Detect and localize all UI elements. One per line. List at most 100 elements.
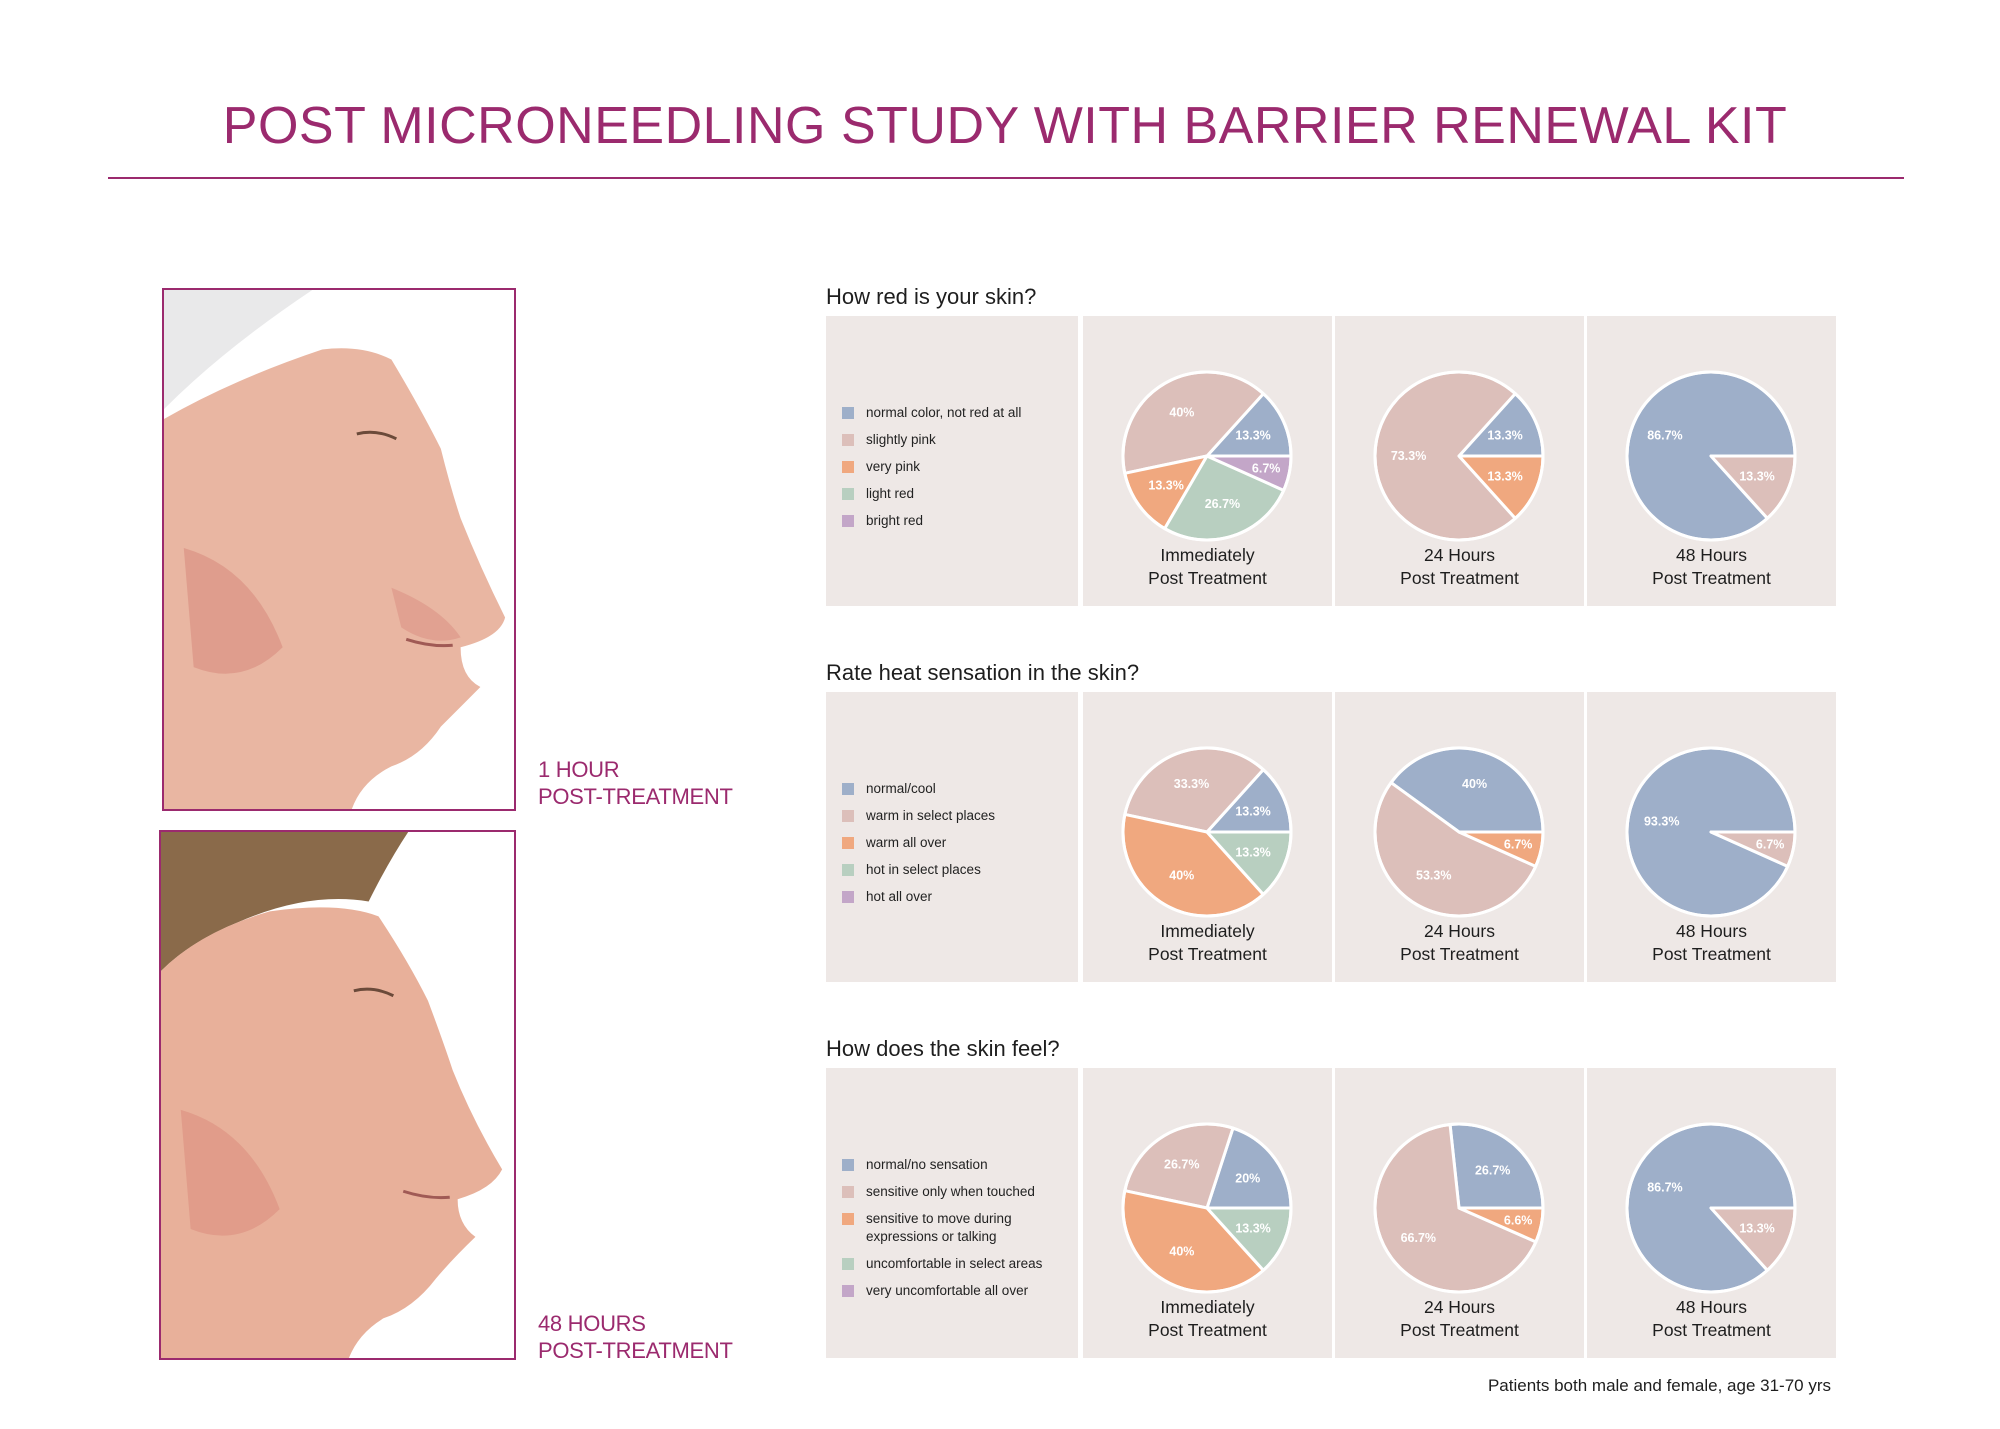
legend-label: warm all over	[866, 835, 947, 850]
pie-caption-line: Post Treatment	[1652, 1320, 1771, 1340]
pie-caption-line: Post Treatment	[1400, 944, 1519, 964]
pie-caption-line: Immediately	[1160, 545, 1255, 565]
footnote: Patients both male and female, age 31-70…	[1487, 1376, 1831, 1395]
legend: normal/cool warm in select places warm all…	[842, 780, 1066, 915]
legend-panel: normal/no sensation sensitive only when t…	[826, 1068, 1078, 1358]
legend-item: warm all over	[842, 834, 1066, 852]
title-divider	[108, 177, 1904, 179]
caption-line: 48 HOURS	[538, 1311, 646, 1336]
pie-slice-label: 66.7%	[1401, 1231, 1436, 1245]
pie-chart: 86.7% 13.3%	[1625, 370, 1797, 542]
pie-caption-line: Post Treatment	[1148, 568, 1267, 588]
pie-outline	[1373, 370, 1545, 542]
chart-question-title: How does the skin feel?	[826, 1036, 1060, 1061]
legend-item: hot all over	[842, 888, 1066, 906]
pie-caption-line: Post Treatment	[1400, 1320, 1519, 1340]
legend-swatch	[842, 407, 854, 419]
face-profile-image	[164, 290, 514, 809]
legend-item: slightly pink	[842, 431, 1066, 449]
legend-panel: normal color, not red at all slightly pin…	[826, 316, 1078, 606]
legend-item: bright red	[842, 512, 1066, 530]
legend-item: uncomfortable in select areas	[842, 1255, 1066, 1273]
legend-item: sensitive only when touched	[842, 1183, 1066, 1201]
pie-slice-label: 13.3%	[1235, 429, 1270, 443]
legend-label: bright red	[866, 513, 924, 528]
pie-slice-label: 40%	[1169, 1245, 1194, 1259]
pie-caption-line: 24 Hours	[1423, 545, 1495, 565]
pie-outline	[1121, 746, 1293, 918]
legend-swatch	[842, 864, 854, 876]
legend-swatch	[842, 891, 854, 903]
pie-slice-label: 86.7%	[1647, 429, 1682, 443]
pie-slice-label: 13.3%	[1235, 1221, 1270, 1235]
legend-swatch	[842, 461, 854, 473]
legend-swatch	[842, 1285, 854, 1297]
pie-chart: 26.7%66.7%6.6%	[1373, 1122, 1545, 1294]
pie-slice-label: 93.3%	[1644, 814, 1679, 828]
legend-swatch	[842, 837, 854, 849]
pie-slice-label: 40%	[1462, 777, 1487, 791]
pie-chart: 40% 53.3% 6.7%	[1373, 746, 1545, 918]
legend-item: normal/cool	[842, 780, 1066, 798]
pie-caption-line: 48 Hours	[1675, 1297, 1747, 1317]
pie-slice-label: 13.3%	[1739, 1221, 1774, 1235]
legend-item: light red	[842, 485, 1066, 503]
pie-chart: 20%26.7%40%13.3%	[1121, 1122, 1293, 1294]
pie-caption-line: Post Treatment	[1148, 944, 1267, 964]
photo-1-caption: 1 HOUR POST-TREATMENT	[538, 756, 733, 810]
pie-slice-label: 13.3%	[1148, 478, 1183, 492]
pie-slice-label: 53.3%	[1416, 869, 1451, 883]
legend-label: warm in select places	[866, 808, 996, 823]
legend-panel: normal/cool warm in select places warm all…	[826, 692, 1078, 982]
legend-swatch	[842, 1258, 854, 1270]
pie-caption-line: Post Treatment	[1148, 1320, 1267, 1340]
chart-question-title: How red is your skin?	[826, 284, 1037, 309]
pie-caption-line: Immediately	[1160, 1297, 1255, 1317]
legend-item: normal/no sensation	[842, 1156, 1066, 1174]
legend-swatch	[842, 1186, 854, 1198]
legend-label: uncomfortable in select areas	[866, 1256, 1043, 1271]
pie-slice-label: 13.3%	[1739, 469, 1774, 483]
legend-swatch	[842, 434, 854, 446]
caption-line: POST-TREATMENT	[538, 784, 733, 809]
pie-outline	[1121, 1122, 1293, 1294]
pie-slice-label: 26.7%	[1164, 1157, 1199, 1171]
legend-swatch	[842, 515, 854, 527]
legend-item: normal color, not red at all	[842, 404, 1066, 422]
legend-item: hot in select places	[842, 861, 1066, 879]
pie-outline	[1625, 746, 1797, 918]
pie-slice-label: 6.7%	[1504, 838, 1533, 852]
legend-label: hot in select places	[866, 862, 981, 877]
legend-swatch	[842, 1213, 854, 1225]
legend: normal/no sensation sensitive only when t…	[842, 1156, 1066, 1309]
legend-swatch	[842, 1159, 854, 1171]
pie-slice-label: 40%	[1169, 405, 1194, 419]
legend-label: hot all over	[866, 889, 933, 904]
legend-label: sensitive to move during expressions or …	[866, 1211, 1012, 1244]
legend-label: normal color, not red at all	[866, 405, 1022, 420]
pie-slice-label: 13.3%	[1487, 469, 1522, 483]
pie-slice-label: 13.3%	[1235, 845, 1270, 859]
pie-caption-line: 48 Hours	[1675, 545, 1747, 565]
pie-slice-label: 33.3%	[1174, 777, 1209, 791]
page-title: POST MICRONEEDLING STUDY WITH BARRIER RE…	[222, 97, 1788, 155]
pie-slice-label: 40%	[1169, 869, 1194, 883]
pie-caption-line: 48 Hours	[1675, 921, 1747, 941]
pie-slice-label: 6.7%	[1252, 462, 1281, 476]
pie-outline	[1373, 746, 1545, 918]
legend-label: slightly pink	[866, 432, 936, 447]
legend-label: normal/cool	[866, 781, 936, 796]
legend-label: sensitive only when touched	[866, 1184, 1035, 1199]
